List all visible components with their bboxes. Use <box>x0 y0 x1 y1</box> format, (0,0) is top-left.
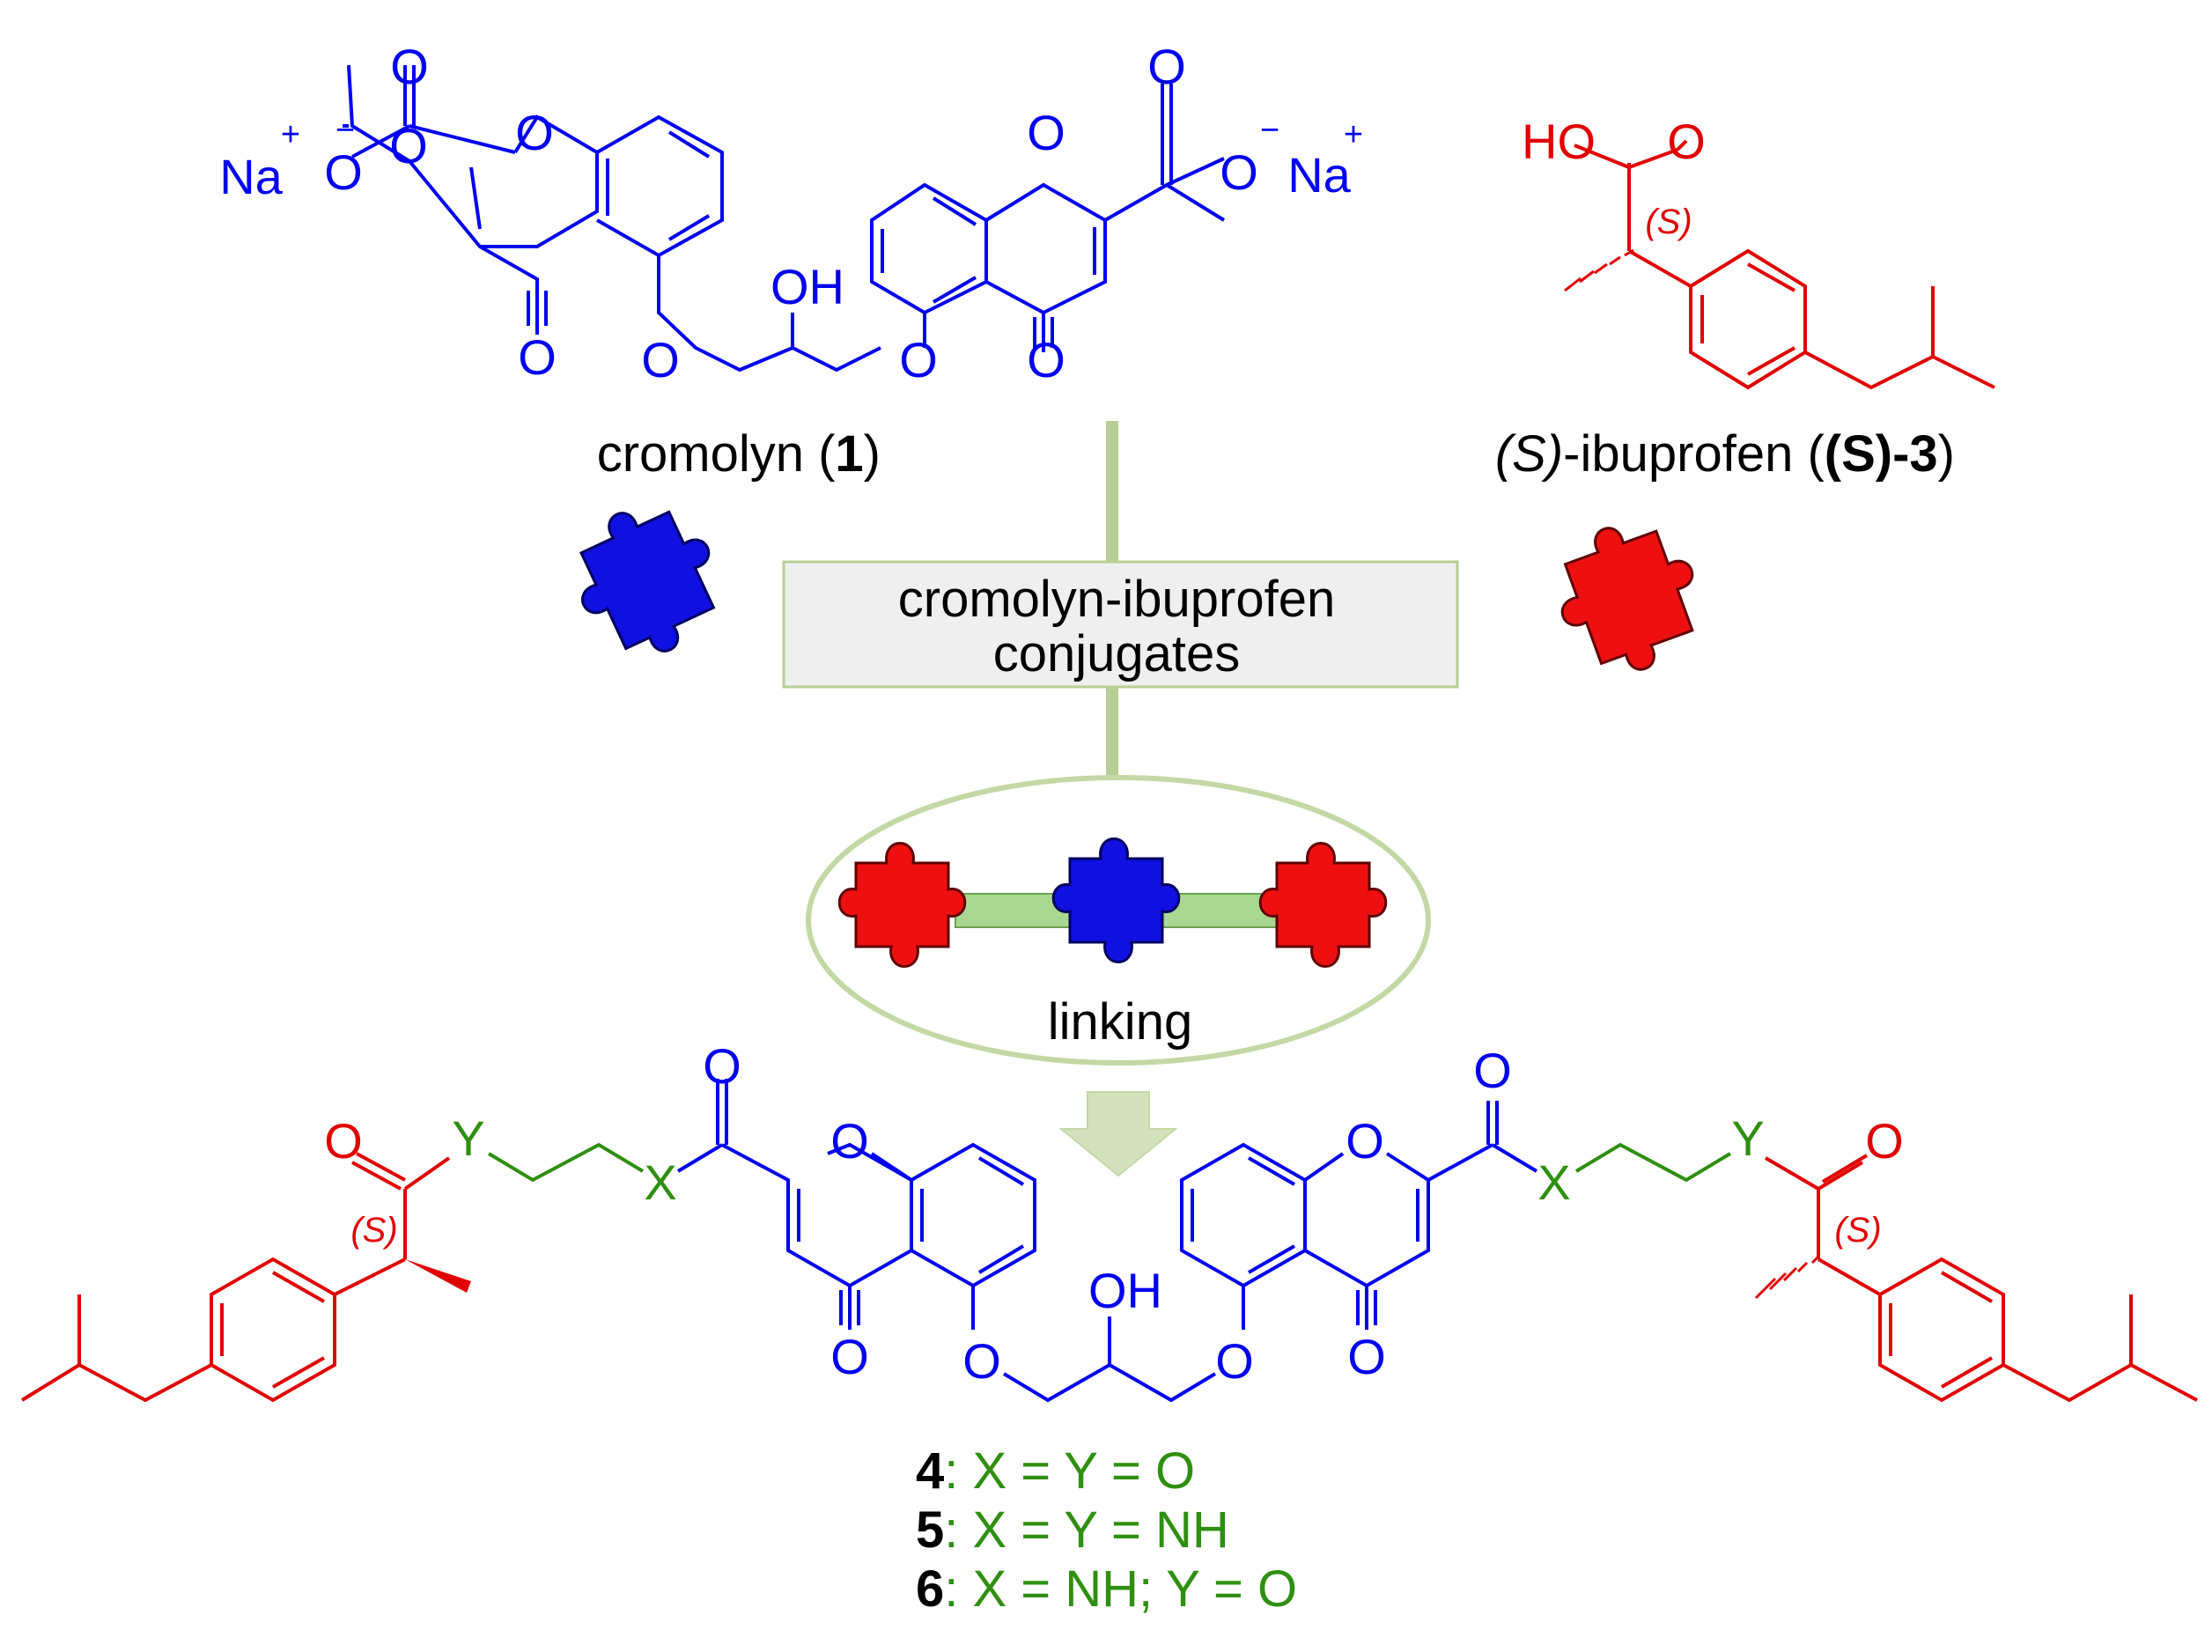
svg-text:−: − <box>1260 112 1279 149</box>
linking-ellipse: linking <box>806 775 1431 1066</box>
legend-item-6: 6: X = NH; Y = O <box>916 1560 1297 1618</box>
red-puzzle-icon <box>1560 527 1694 671</box>
down-arrow-icon <box>1058 1091 1178 1177</box>
svg-text:linking: linking <box>1048 993 1192 1051</box>
svg-text:(S): (S) <box>1645 203 1692 241</box>
svg-text:O: O <box>962 1333 1001 1389</box>
conjugate-hash-bond <box>1754 1256 1819 1300</box>
svg-text:OH: OH <box>1088 1263 1162 1318</box>
red-puzzle-right-icon <box>1258 842 1388 968</box>
svg-text:O: O <box>324 1113 363 1169</box>
conjugate-structure: O (S) Y X O O O O OH O O <box>20 1038 2198 1403</box>
svg-text:Na: Na <box>219 149 283 204</box>
svg-text:O: O <box>515 105 554 160</box>
svg-text:O: O <box>1027 332 1065 387</box>
svg-text:O: O <box>1347 1329 1386 1384</box>
blue-puzzle-icon <box>579 510 716 653</box>
svg-text:O: O <box>1667 114 1706 169</box>
svg-text:OH: OH <box>771 259 844 314</box>
svg-text:O: O <box>899 332 938 387</box>
svg-text:Y: Y <box>452 1110 484 1166</box>
ibuprofen-hash-bond <box>1564 248 1634 292</box>
svg-text:HO: HO <box>1522 114 1596 169</box>
vertical-connector-lower <box>1106 687 1118 784</box>
svg-text:O: O <box>389 118 428 173</box>
svg-text:O: O <box>1027 105 1065 160</box>
ibuprofen-structure: HO O (S) <box>1522 114 1995 390</box>
svg-text:X: X <box>1537 1154 1570 1210</box>
svg-text:O: O <box>703 1038 741 1094</box>
conjugates-box: cromolyn-ibuprofen conjugates <box>782 560 1459 689</box>
svg-text:+: + <box>1344 116 1363 153</box>
svg-text:Y: Y <box>1731 1110 1764 1166</box>
vertical-connector <box>1106 421 1118 562</box>
svg-text:O: O <box>830 1113 869 1169</box>
cromolyn-label: cromolyn (1) <box>597 425 881 483</box>
svg-text:conjugates: conjugates <box>993 625 1241 682</box>
ibuprofen-label: (S)-ibuprofen ((S)-3) <box>1495 425 1955 483</box>
compound-legend: 4: X = Y = O 5: X = Y = NH 6: X = NH; Y … <box>916 1442 1297 1618</box>
svg-text:O: O <box>641 332 680 387</box>
svg-text:Na: Na <box>1287 147 1351 203</box>
legend-item-5: 5: X = Y = NH <box>916 1501 1229 1559</box>
svg-text:X: X <box>644 1154 676 1210</box>
svg-text:O: O <box>1865 1113 1904 1169</box>
svg-text:O: O <box>1473 1043 1512 1098</box>
svg-text:O: O <box>1346 1113 1384 1169</box>
svg-text:cromolyn-ibuprofen: cromolyn-ibuprofen <box>898 571 1335 628</box>
svg-text:O: O <box>324 144 363 200</box>
svg-text:(S): (S) <box>350 1211 397 1250</box>
svg-text:O: O <box>518 329 557 385</box>
svg-text:+: + <box>281 116 300 153</box>
svg-text:(S): (S) <box>1834 1211 1881 1250</box>
svg-text:O: O <box>390 39 429 94</box>
svg-text:O: O <box>1215 1333 1254 1389</box>
svg-text:−: − <box>335 112 355 149</box>
wedge-bond <box>405 1259 471 1293</box>
red-puzzle-left-icon <box>837 842 967 968</box>
svg-text:O: O <box>1220 144 1258 200</box>
svg-text:O: O <box>830 1329 869 1384</box>
blue-puzzle-center-icon <box>1051 837 1181 963</box>
cromolyn-structure: O O O − Na + O O O OH O O O O O − Na + <box>219 39 1363 387</box>
svg-text:O: O <box>1147 39 1186 94</box>
legend-item-4: 4: X = Y = O <box>916 1442 1195 1500</box>
